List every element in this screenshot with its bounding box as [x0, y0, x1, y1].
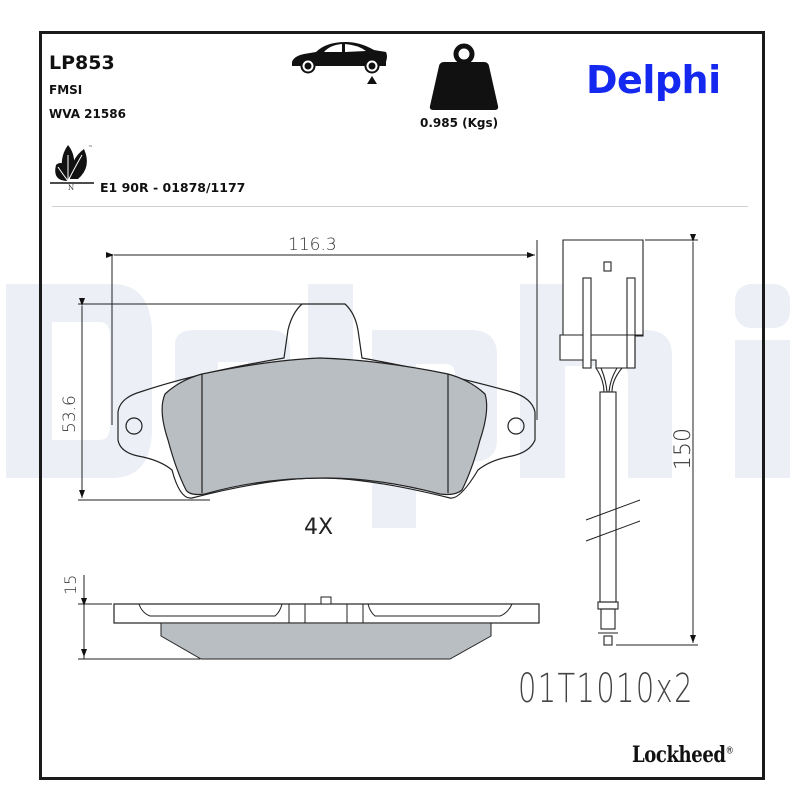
- lockheed-logo-text: Lockheed: [632, 742, 726, 768]
- height-dimension: [78, 298, 310, 501]
- friction-material: [161, 357, 488, 496]
- height-dimension-value: 53.6: [60, 395, 80, 433]
- car-rear-axle-icon: [292, 42, 387, 84]
- mounting-hole-left: [125, 417, 143, 435]
- quantity-label: 4X: [304, 515, 334, 540]
- pad-side-view: [113, 596, 540, 660]
- lockheed-logo: Lockheed®: [632, 742, 734, 768]
- thickness-dimension: [78, 575, 200, 660]
- datasheet-frame: [39, 31, 765, 780]
- weight-value: 0.985 (Kgs): [420, 116, 499, 130]
- leaf-eco-icon: ™ N: [50, 145, 94, 191]
- mounting-hole-right: [507, 417, 525, 435]
- part-number: LP853: [49, 52, 115, 74]
- width-dimension: [106, 240, 538, 425]
- svg-text:N: N: [68, 184, 74, 191]
- width-dimension-value: 116.3: [288, 235, 337, 255]
- sensor-code: 01T1010x2: [518, 666, 694, 712]
- wear-sensor: [559, 239, 644, 646]
- thickness-dimension-value: 15: [61, 575, 80, 595]
- backing-plate-front: [117, 303, 536, 499]
- registered-mark: ®: [725, 745, 734, 757]
- fmsi-label: FMSI: [49, 83, 83, 97]
- header-divider: [52, 206, 748, 207]
- weight-icon: [429, 43, 499, 110]
- sensor-length-dimension: [616, 234, 698, 646]
- wva-number: WVA 21586: [49, 107, 126, 121]
- sensor-length-dimension-value: 150: [671, 428, 696, 470]
- ece-approval-number: E1 90R - 01878/1177: [100, 180, 246, 195]
- svg-text:™: ™: [88, 145, 93, 151]
- delphi-logo: Delphi: [586, 58, 721, 102]
